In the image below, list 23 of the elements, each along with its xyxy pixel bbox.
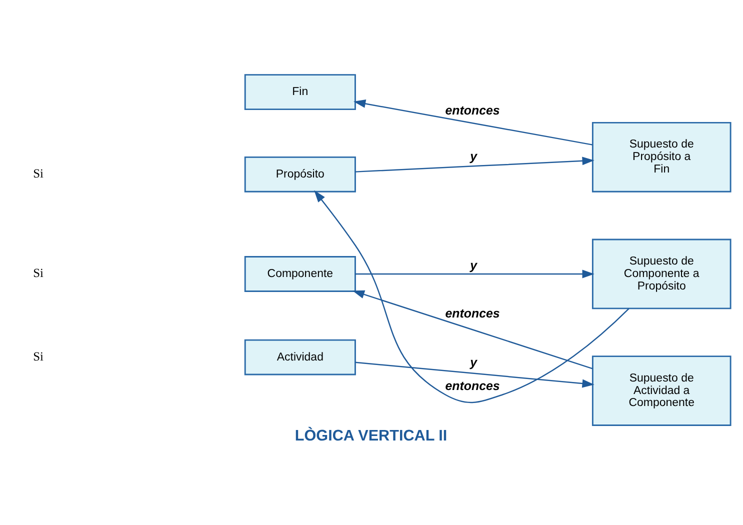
node-box: Propósito xyxy=(244,156,356,192)
arrow xyxy=(355,362,594,388)
arrow xyxy=(352,290,593,370)
node-box: Fin xyxy=(244,74,356,110)
arrow xyxy=(353,100,593,146)
node-box: Componente xyxy=(244,256,356,292)
edge-label: y xyxy=(470,149,478,164)
arrow xyxy=(355,270,594,278)
label: Si xyxy=(33,350,44,364)
arrow xyxy=(355,156,594,172)
edge-label: entonces xyxy=(445,379,500,394)
edge-label: entonces xyxy=(445,306,500,320)
node-box: Supuesto de Actividad a Componente xyxy=(592,356,732,426)
label: Si xyxy=(33,266,44,280)
edge-label: y xyxy=(470,355,478,370)
node-box: Supuesto de Componente a Propósito xyxy=(592,238,732,310)
edge-label: y xyxy=(470,258,478,273)
edge-label: entonces xyxy=(445,103,500,118)
arrow xyxy=(314,190,630,404)
node-box: Supuesto de Propósito a Fin xyxy=(592,122,732,192)
node-box: Actividad xyxy=(244,339,356,376)
label: Si xyxy=(33,166,44,181)
diagram-title: LÒGICA VERTICAL II xyxy=(294,427,448,444)
